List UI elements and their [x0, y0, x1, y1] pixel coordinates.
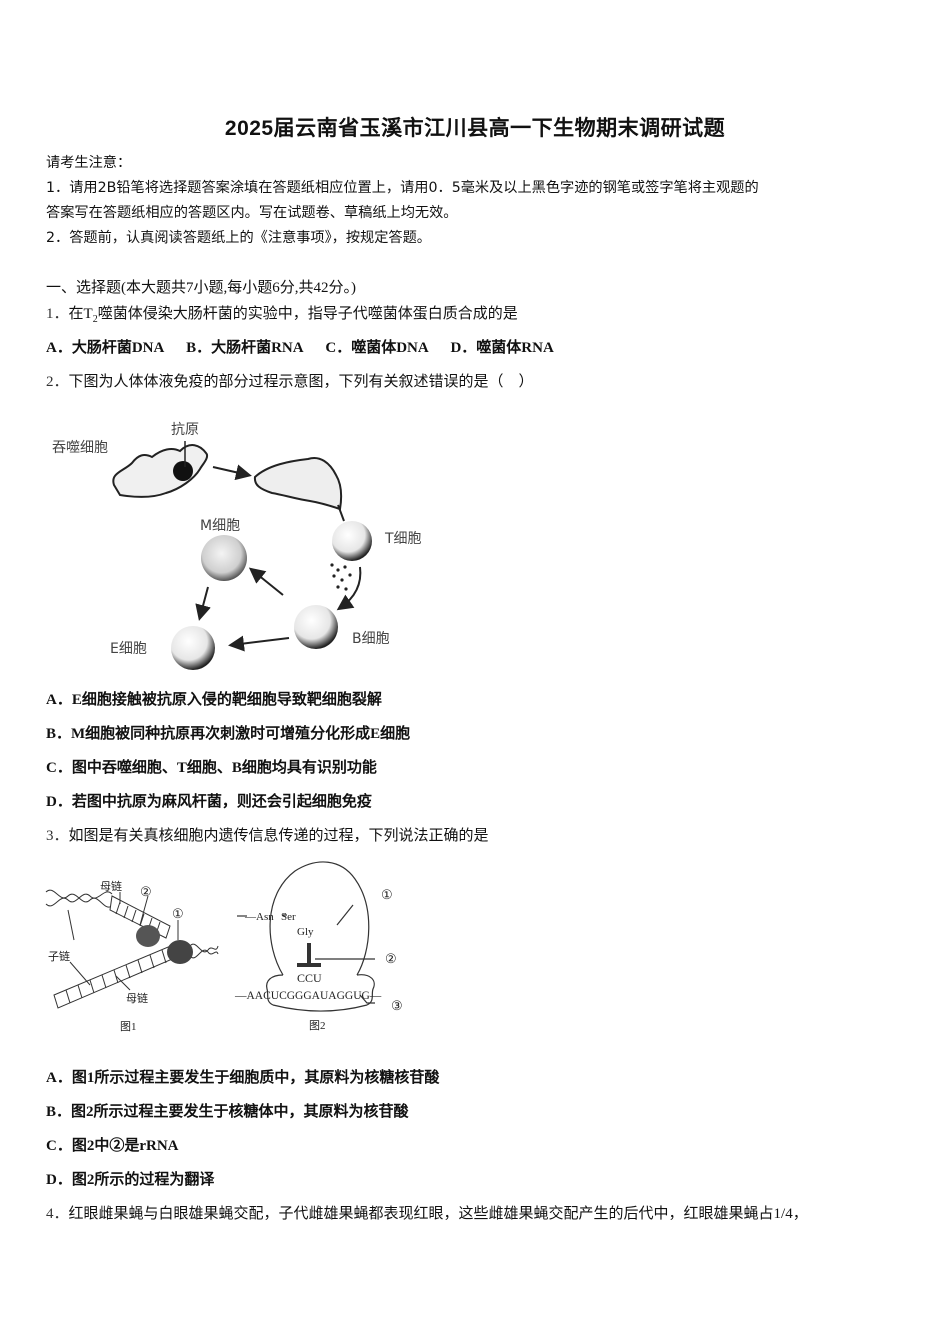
question-3-option-c: C．图2中②是rRNA: [46, 1138, 179, 1154]
label-mrna-sequence: —AACUCGGGAUAGGUG—: [234, 990, 382, 1002]
question-3-stem: 3．如图是有关真核细胞内遗传信息传递的过程，下列说法正确的是: [46, 828, 489, 844]
arrow-icon: [248, 567, 284, 596]
arrow-icon: [228, 635, 290, 652]
page-title: 2025届云南省玉溪市江川县高一下生物期末调研试题: [224, 117, 726, 140]
question-2-stem: 2．下图为人体体液免疫的部分过程示意图，下列有关叙述错误的是（ ）: [46, 374, 534, 390]
arrow-icon: [195, 586, 211, 621]
label-m-cell: M细胞: [200, 518, 240, 534]
option-a: A．大肠杆菌DNA: [46, 340, 165, 356]
question-2-option-d: D．若图中抗原为麻风杆菌，则还会引起细胞免疫: [46, 794, 372, 810]
question-number: 2．: [46, 374, 69, 390]
label-antigen: 抗原: [171, 422, 199, 438]
question-3-option-d: D．图2所示的过程为翻译: [46, 1172, 215, 1188]
question-number: 1．: [46, 306, 69, 322]
label-gly: Gly: [297, 926, 314, 938]
option-b: B．大肠杆菌RNA: [186, 340, 304, 356]
immune-process-diagram: 吞噬细胞 抗原 T细胞 M细胞 B细胞 E细胞: [52, 422, 422, 670]
e-cell: [171, 626, 215, 670]
question-3-option-b: B．图2所示过程主要发生于核糖体中，其原料为核苷酸: [46, 1104, 409, 1120]
notice-item-2: 2．答题前，认真阅读答题纸上的《注意事项》，按规定答题。: [46, 230, 431, 246]
label-mark-2: ②: [140, 884, 152, 899]
presenting-cell: [253, 457, 343, 511]
section-heading: 一、选择题(本大题共7小题,每小题6分,共42分。): [46, 280, 356, 296]
label-phagocyte: 吞噬细胞: [52, 440, 108, 456]
label-anticodon: CCU: [297, 971, 322, 985]
label-daughter-strand: 子链: [48, 949, 70, 963]
question-2-option-c: C．图中吞噬细胞、T细胞、B细胞均具有识别功能: [46, 760, 377, 776]
question-1-options: A．大肠杆菌DNA B．大肠杆菌RNA C．噬菌体DNA D．噬菌体RNA: [46, 336, 572, 357]
notice-item-1-cont: 答案写在答题纸相应的答题区内。写在试题卷、草稿纸上均无效。: [46, 205, 458, 221]
label-mark-3: ③: [391, 998, 403, 1013]
question-number: 4．: [46, 1206, 69, 1222]
option-d: D．噬菌体RNA: [450, 340, 554, 356]
enzyme-2: [136, 925, 160, 947]
label-ser: Ser: [281, 911, 296, 923]
label-asn: —Asn: [244, 911, 274, 923]
arrow-icon: [336, 566, 362, 611]
enzyme-1: [167, 940, 193, 964]
question-1-stem: 1．在T2噬菌体侵染大肠杆菌的实验中，指导子代噬菌体蛋白质合成的是: [46, 306, 518, 325]
label-b-cell: B细胞: [352, 631, 390, 647]
ribosome-outline: [269, 861, 370, 976]
t-cell: [332, 521, 372, 561]
label-e-cell: E细胞: [110, 641, 147, 657]
question-3-option-a: A．图1所示过程主要发生于细胞质中，其原料为核糖核苷酸: [46, 1070, 440, 1086]
question-4-stem: 4．红眼雌果蝇与白眼雄果蝇交配，子代雌雄果蝇都表现红眼，这些雌雄果蝇交配产生的后…: [46, 1206, 808, 1222]
question-2-option-b: B．M细胞被同种抗原再次刺激时可增殖分化形成E细胞: [46, 726, 411, 742]
dna-replication-figure: 母链 ② ① 子链 母链 图1: [45, 879, 219, 1033]
antigen-particle: [173, 461, 193, 481]
label-mark-1: ①: [381, 887, 393, 902]
arrow-icon: [212, 464, 252, 481]
lymphokine-dots: [330, 563, 352, 591]
label-mark-1: ①: [172, 906, 184, 921]
b-cell: [294, 605, 338, 649]
phagocyte-cell: [112, 444, 209, 498]
trna-anticodon-bar: [297, 963, 321, 967]
m-cell: [201, 535, 247, 581]
figure-2-caption: 图2: [309, 1019, 326, 1032]
translation-figure: —Asn Ser Gly CCU —AACUCGGGAUAGGUG— ① ② ③…: [234, 861, 403, 1032]
figure-1-caption: 图1: [120, 1020, 137, 1033]
trna-stem: [307, 943, 311, 963]
question-number: 3．: [46, 828, 69, 844]
label-t-cell: T细胞: [384, 531, 422, 547]
label-mark-2: ②: [385, 951, 397, 966]
notice-item-1: 1．请用2B铅笔将选择题答案涂填在答题纸相应位置上，请用0．5毫米及以上黑色字迹…: [46, 180, 759, 196]
option-c: C．噬菌体DNA: [325, 340, 429, 356]
label-parent-strand-bottom: 母链: [126, 991, 148, 1005]
notice-heading: 请考生注意：: [46, 155, 132, 171]
question-2-option-a: A．E细胞接触被抗原入侵的靶细胞导致靶细胞裂解: [46, 692, 382, 708]
label-parent-strand-top: 母链: [100, 879, 122, 893]
